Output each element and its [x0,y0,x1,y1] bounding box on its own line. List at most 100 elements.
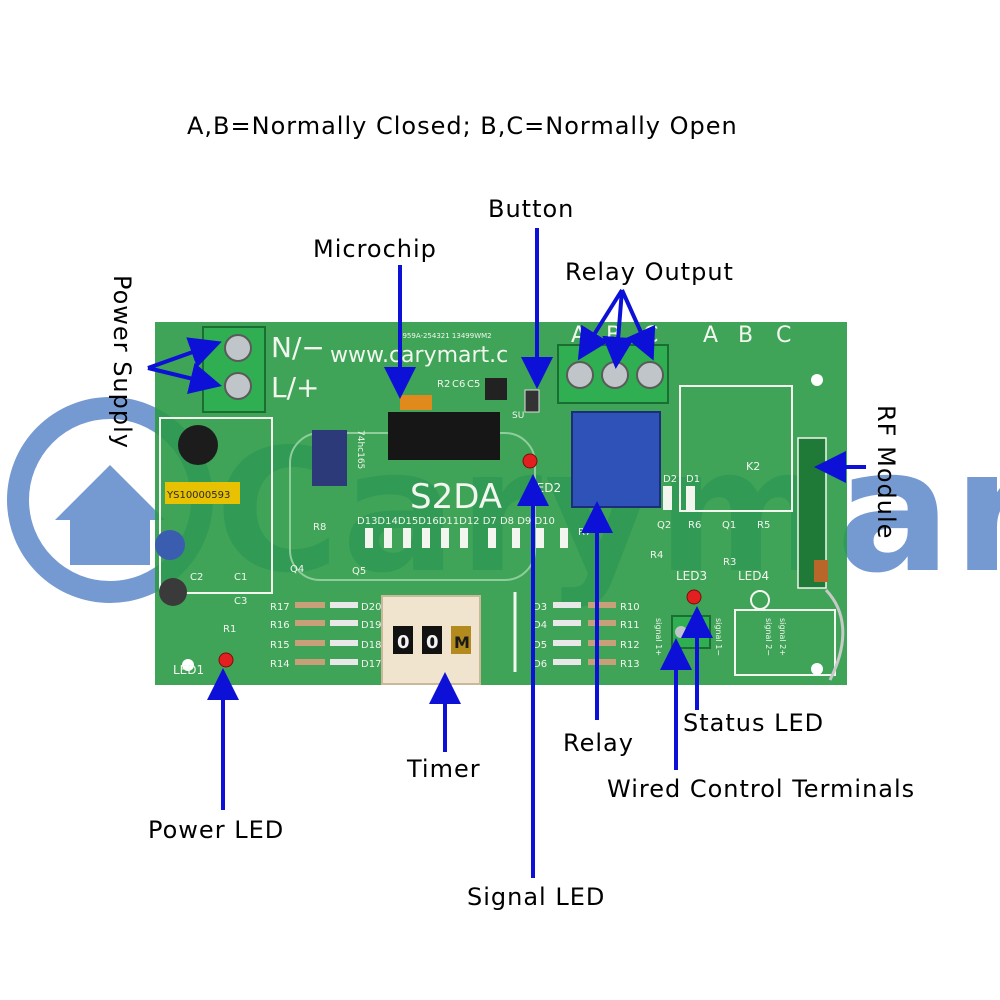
su-label: SU [512,411,524,421]
diode-d20 [330,602,358,608]
mount-hole-3 [182,659,194,671]
diode-d1 [686,486,695,510]
capacitor-bottom [159,578,187,606]
capacitor-blue [155,530,185,560]
timer-digit-1: 0 [397,632,410,653]
d3-label: D3 [533,602,547,613]
label-rf-module: RF Module [872,405,900,540]
arrow-power-supply-l [147,362,222,394]
label-button: Button [488,195,575,223]
resistor-r16 [295,620,325,626]
timer-digit-2-bg [422,626,442,654]
k2-outline [679,385,793,512]
timer-digit-2: 0 [426,632,439,653]
power-screw-l [224,372,252,400]
c5-label: C5 [467,379,480,390]
diode-row-label: D13D14D15D16D11D12 D7 D8 D9 D10 [357,516,555,527]
signal2-outline [734,609,836,676]
resistor-r11 [588,620,616,626]
status-led [686,589,702,605]
d18-label: D18 [361,640,381,651]
mount-hole-2 [811,663,823,675]
resistor-r17 [295,602,325,608]
r10-label: R10 [620,602,640,613]
label-power-led: Power LED [148,816,285,844]
diode-d12 [460,528,468,548]
diode-d11 [441,528,449,548]
label-relay-output: Relay Output [565,258,734,286]
diode-d7 [488,528,496,548]
power-section-outline [159,417,273,594]
ic-shift-label: 74hc165 [355,430,365,469]
timer-digit-1-bg [393,626,413,654]
diode-d17 [330,659,358,665]
board-chip-code: 7959A-254321 13499WM2 [398,332,492,340]
header-caption: A,B=Normally Closed; B,C=Normally Open [187,112,738,140]
capacitor-top [178,425,218,465]
signal2-minus-label: signal 2− [764,618,773,656]
r17-label: R17 [270,602,290,613]
resistor-r15 [295,640,325,646]
board-website: www.carymart.c [330,343,508,368]
wired-screw-1 [675,626,687,638]
d2-label: D2 [663,474,677,485]
rf-coil [814,560,828,582]
r3-label: R3 [723,557,736,568]
arrow-relay-output-c [620,289,656,361]
c3-label: C3 [234,596,247,607]
c6-label: C6 [452,379,465,390]
blank-terminal-a: A [703,323,718,348]
model-label: S2DA [410,477,502,517]
r6-label: R6 [688,520,701,531]
timer-digit-3-bg [451,626,471,654]
diode-d18 [330,640,358,646]
blank-terminal-c: C [776,323,791,348]
led4-label: LED4 [738,569,769,583]
relay-screw-c [636,361,664,389]
watermark-house-icon [55,465,165,565]
blank-terminal-b: B [738,323,753,348]
diode-d3 [553,602,581,608]
q1-label: Q1 [722,520,736,531]
diode-d9 [536,528,544,548]
capacitor-yellow [400,395,432,410]
arrow-relay-output-a [577,288,624,361]
diode-d8 [512,528,520,548]
diode-d6 [553,659,581,665]
shift-register-ic [312,430,347,486]
q4-label: Q4 [290,564,304,575]
pcb-board: N/− L/+ www.carymart.c 7959A-254321 1349… [155,322,847,685]
power-led [218,652,234,668]
d5-label: D5 [533,640,547,651]
relay-screw-b [601,361,629,389]
label-signal-led: Signal LED [467,883,606,911]
arrow-power-supply-n [147,337,222,370]
k2-label: K2 [746,460,760,473]
signal2-plus-label: signal 2+ [778,618,787,656]
r14-label: R14 [270,659,290,670]
timer-digit-3: M [454,633,470,652]
label-power-supply: Power Supply [108,275,136,449]
d19-label: D19 [361,620,381,631]
label-microchip: Microchip [313,235,437,263]
diode-d16 [422,528,430,548]
diode-d2 [663,486,672,510]
r4-label: R4 [650,550,663,561]
power-screw-n [224,334,252,362]
d20-label: D20 [361,602,381,613]
relay-screw-a [566,361,594,389]
tact-button [524,389,540,413]
resistor-r14 [295,659,325,665]
label-wired-control: Wired Control Terminals [607,775,916,803]
label-relay: Relay [563,729,634,757]
resistor-r10 [588,602,616,608]
label-status-led: Status LED [683,709,825,737]
signal1-plus-label: signal 1+ [654,618,663,656]
r13-label: R13 [620,659,640,670]
relay-component [571,411,661,508]
diode-d4 [553,620,581,626]
signal-led [522,453,538,469]
terminal-n-label: N/− [271,331,325,364]
d17-label: D17 [361,659,381,670]
